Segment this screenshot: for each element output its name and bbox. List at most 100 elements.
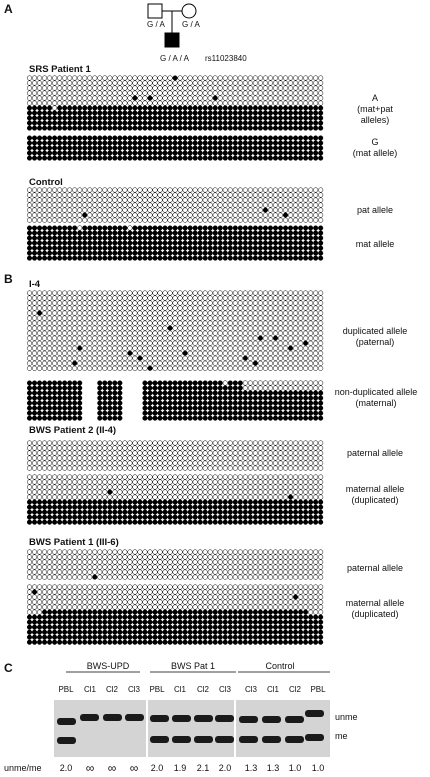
unmethylated-cpg-dot (77, 549, 83, 555)
unmethylated-cpg-dot (252, 320, 258, 326)
unmethylated-cpg-dot (127, 95, 133, 101)
unmethylated-cpg-dot (31, 325, 38, 331)
unmethylated-cpg-dot (298, 450, 304, 456)
unmethylated-cpg-dot (277, 569, 284, 575)
unmethylated-cpg-dot (177, 489, 183, 495)
unmethylated-cpg-dot (242, 474, 248, 480)
unmethylated-cpg-dot (157, 360, 163, 366)
unmethylated-cpg-dot (217, 315, 223, 321)
unmethylated-cpg-dot (127, 519, 133, 525)
unmethylated-cpg-dot (277, 460, 284, 466)
methylated-cpg-dot (72, 125, 78, 131)
unmethylated-cpg-dot (26, 197, 33, 203)
unmethylated-cpg-dot (182, 325, 188, 331)
unmethylated-cpg-dot (237, 320, 243, 326)
unmethylated-cpg-dot (172, 187, 178, 193)
methylated-cpg-dot (247, 390, 253, 396)
unmethylated-cpg-dot (36, 519, 43, 525)
methylated-cpg-dot (42, 415, 48, 421)
unmethylated-cpg-dot (277, 310, 284, 316)
unmethylated-cpg-dot (112, 604, 118, 610)
methylated-cpg-dot (167, 385, 173, 391)
methylated-cpg-dot (152, 245, 158, 251)
methylated-cpg-dot (313, 225, 319, 231)
methylated-cpg-dot (237, 400, 243, 406)
unmethylated-cpg-dot (122, 95, 128, 101)
unmethylated-cpg-dot (318, 202, 324, 208)
unmethylated-cpg-dot (47, 624, 53, 630)
unmethylated-cpg-dot (298, 345, 304, 351)
unmethylated-cpg-dot (252, 514, 258, 520)
unmethylated-cpg-dot (217, 212, 223, 218)
unmethylated-cpg-dot (237, 465, 243, 471)
methylated-cpg-dot (117, 415, 123, 421)
methylated-cpg-dot (257, 105, 263, 111)
unmethylated-cpg-dot (257, 212, 263, 218)
unmethylated-cpg-dot (36, 460, 43, 466)
methylated-cpg-dot (137, 245, 143, 251)
unmethylated-cpg-dot (308, 355, 314, 361)
unmethylated-cpg-dot (62, 355, 68, 361)
unmethylated-cpg-dot (92, 609, 98, 615)
methylated-cpg-dot (277, 135, 284, 141)
methylated-cpg-dot (102, 225, 108, 231)
unmethylated-cpg-dot (217, 589, 223, 595)
methylated-cpg-dot (162, 110, 168, 116)
methylated-cpg-dot (97, 390, 103, 396)
unmethylated-cpg-dot (267, 75, 274, 81)
unmethylated-cpg-dot (47, 202, 53, 208)
unmethylated-cpg-dot (187, 569, 193, 575)
unmethylated-cpg-dot (232, 450, 238, 456)
unmethylated-cpg-dot (277, 90, 284, 96)
methylated-cpg-dot (242, 135, 248, 141)
unmethylated-cpg-dot (72, 465, 78, 471)
unmethylated-cpg-dot (112, 320, 118, 326)
unmethylated-cpg-dot (187, 80, 193, 86)
unmethylated-cpg-dot (318, 619, 324, 625)
unmethylated-cpg-dot (202, 197, 208, 203)
methylated-cpg-dot (182, 230, 188, 236)
unmethylated-cpg-dot (82, 489, 88, 495)
unmethylated-cpg-dot (252, 340, 258, 346)
unmethylated-cpg-dot (31, 584, 38, 590)
unmethylated-cpg-dot (142, 315, 148, 321)
methylated-cpg-dot (92, 225, 98, 231)
unmethylated-cpg-dot (42, 300, 48, 306)
methylated-cpg-dot (107, 235, 113, 241)
unmethylated-cpg-dot (82, 345, 88, 351)
unmethylated-cpg-dot (52, 574, 58, 580)
unmethylated-cpg-dot (257, 217, 263, 223)
unmethylated-cpg-dot (112, 584, 118, 590)
unmethylated-cpg-dot (152, 554, 158, 560)
unmethylated-cpg-dot (87, 559, 93, 565)
unmethylated-cpg-dot (202, 300, 208, 306)
unmethylated-cpg-dot (112, 80, 118, 86)
unmethylated-cpg-dot (298, 320, 304, 326)
unmethylated-cpg-dot (237, 509, 243, 515)
unmethylated-cpg-dot (162, 315, 168, 321)
methylated-cpg-dot (92, 125, 98, 131)
unmethylated-cpg-dot (26, 564, 33, 570)
unmethylated-cpg-dot (72, 499, 78, 505)
unmethylated-cpg-dot (152, 514, 158, 520)
unmethylated-cpg-dot (147, 75, 153, 81)
methylated-cpg-dot (162, 400, 168, 406)
unmethylated-cpg-dot (293, 465, 299, 471)
unmethylated-cpg-dot (272, 355, 279, 361)
unmethylated-cpg-dot (207, 192, 213, 198)
unmethylated-cpg-dot (277, 474, 284, 480)
unmethylated-cpg-dot (67, 559, 73, 565)
unmethylated-cpg-dot (217, 614, 223, 620)
methylated-cpg-dot (31, 390, 38, 396)
unmethylated-cpg-dot (318, 315, 324, 321)
unmethylated-cpg-dot (212, 440, 218, 446)
methylated-cpg-dot (62, 245, 68, 251)
methylated-cpg-dot (202, 115, 208, 121)
unmethylated-cpg-dot (92, 315, 98, 321)
unmethylated-cpg-dot (52, 559, 58, 565)
unmethylated-cpg-dot (42, 330, 48, 336)
methylated-cpg-dot (172, 235, 178, 241)
unmethylated-cpg-dot (147, 330, 153, 336)
unmethylated-cpg-dot (31, 305, 38, 311)
unmethylated-cpg-dot (212, 192, 218, 198)
